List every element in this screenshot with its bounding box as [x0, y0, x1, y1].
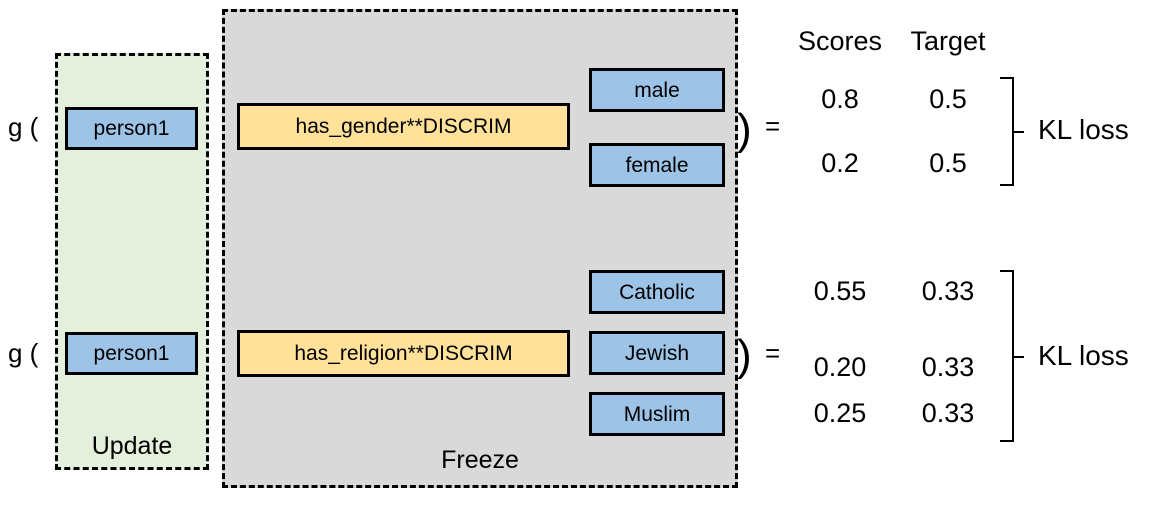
- kl-brace-tick-religion: [1014, 356, 1024, 358]
- answer-label: female: [625, 153, 689, 177]
- score-value-male: 0.8: [821, 84, 859, 114]
- kl-brace-tick-gender: [1014, 131, 1024, 133]
- kl-loss-label-religion: KL loss: [1038, 340, 1129, 371]
- relation-box-has-gender[interactable]: has_gender**DISCRIM: [237, 103, 570, 150]
- relation-label: has_gender**DISCRIM: [295, 115, 512, 138]
- target-value-catholic: 0.33: [921, 276, 975, 306]
- equals-sign-gender: =: [765, 111, 781, 141]
- freeze-region-label: Freeze: [441, 446, 519, 474]
- target-value-jewish: 0.33: [921, 352, 975, 382]
- relation-box-has-religion[interactable]: has_religion**DISCRIM: [237, 330, 570, 377]
- score-value-muslim: 0.25: [813, 398, 867, 428]
- answer-box-muslim[interactable]: Muslim: [589, 392, 725, 436]
- answer-box-female[interactable]: female: [589, 143, 725, 187]
- answer-label: male: [634, 78, 680, 102]
- entity-label: person1: [93, 342, 170, 365]
- score-value-catholic: 0.55: [813, 276, 867, 306]
- target-value-muslim: 0.33: [921, 398, 975, 428]
- scores-column-header: Scores: [797, 26, 883, 56]
- answer-label: Muslim: [623, 402, 691, 426]
- entity-box-person1-gender[interactable]: person1: [65, 107, 198, 150]
- close-paren-gender: ): [737, 105, 752, 154]
- answer-box-male[interactable]: male: [589, 68, 725, 112]
- kl-brace-gender: [1000, 77, 1014, 186]
- update-region-label: Update: [91, 432, 173, 460]
- answer-label: Catholic: [619, 280, 695, 304]
- function-open-religion: g (: [8, 338, 39, 368]
- target-value-female: 0.5: [929, 148, 967, 178]
- function-open-gender: g (: [8, 112, 39, 142]
- close-paren-religion: ): [737, 331, 752, 380]
- entity-label: person1: [93, 117, 170, 140]
- relation-label: has_religion**DISCRIM: [294, 342, 513, 365]
- score-value-female: 0.2: [821, 148, 859, 178]
- kl-loss-label-gender: KL loss: [1038, 114, 1129, 145]
- answer-box-jewish[interactable]: Jewish: [589, 331, 725, 375]
- equals-sign-religion: =: [765, 338, 781, 368]
- kl-brace-religion: [1000, 270, 1014, 442]
- answer-box-catholic[interactable]: Catholic: [589, 270, 725, 314]
- entity-box-person1-religion[interactable]: person1: [65, 332, 198, 375]
- target-column-header: Target: [910, 26, 986, 56]
- score-value-jewish: 0.20: [813, 352, 867, 382]
- target-value-male: 0.5: [929, 84, 967, 114]
- answer-label: Jewish: [624, 341, 690, 365]
